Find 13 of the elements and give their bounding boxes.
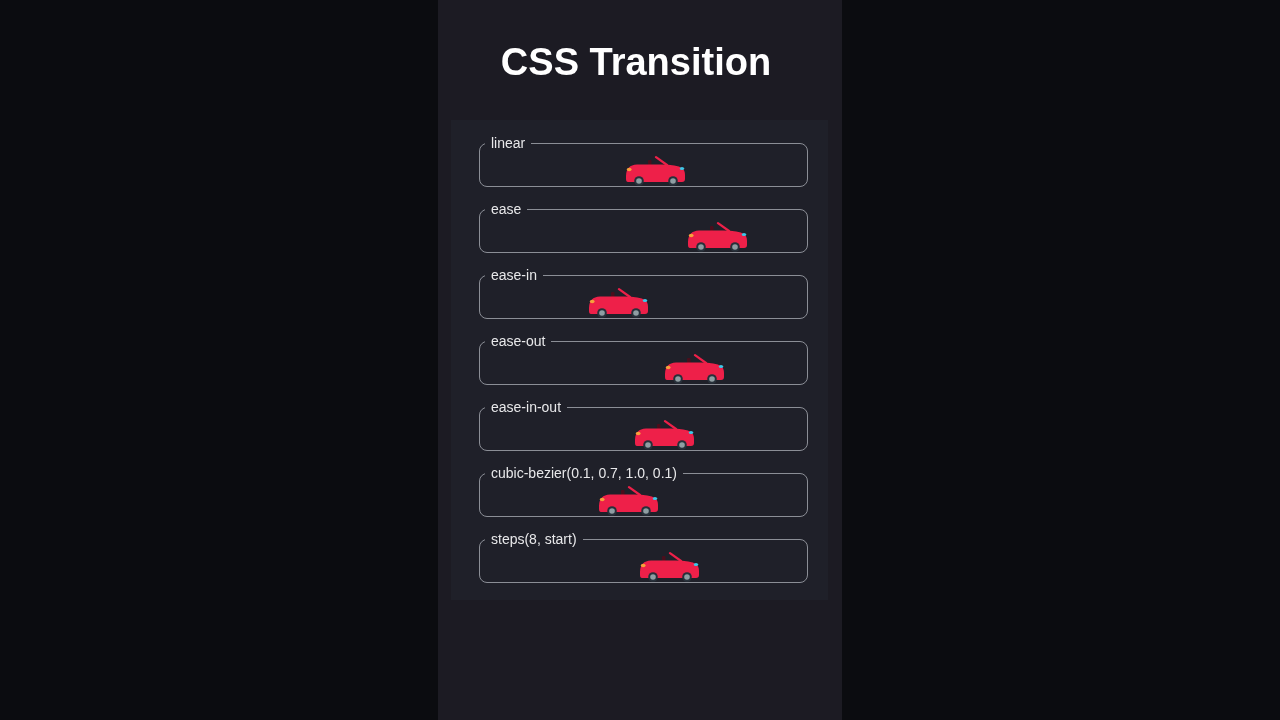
timing-function-label: ease-in xyxy=(490,266,538,284)
timing-function-label: cubic-bezier(0.1, 0.7, 1.0, 0.1) xyxy=(490,464,678,482)
timing-function-label: ease-in-out xyxy=(490,398,563,416)
track-box xyxy=(479,134,808,187)
timing-function-label: linear xyxy=(490,134,527,152)
timing-function-label: ease xyxy=(490,200,523,218)
track-box xyxy=(479,398,808,451)
track-box xyxy=(479,530,808,583)
title: CSS Transition xyxy=(499,40,773,84)
track-box xyxy=(479,464,808,517)
timing-function-label: steps(8, start) xyxy=(490,530,578,548)
track-box xyxy=(479,266,808,319)
timing-function-label: ease-out xyxy=(490,332,547,350)
